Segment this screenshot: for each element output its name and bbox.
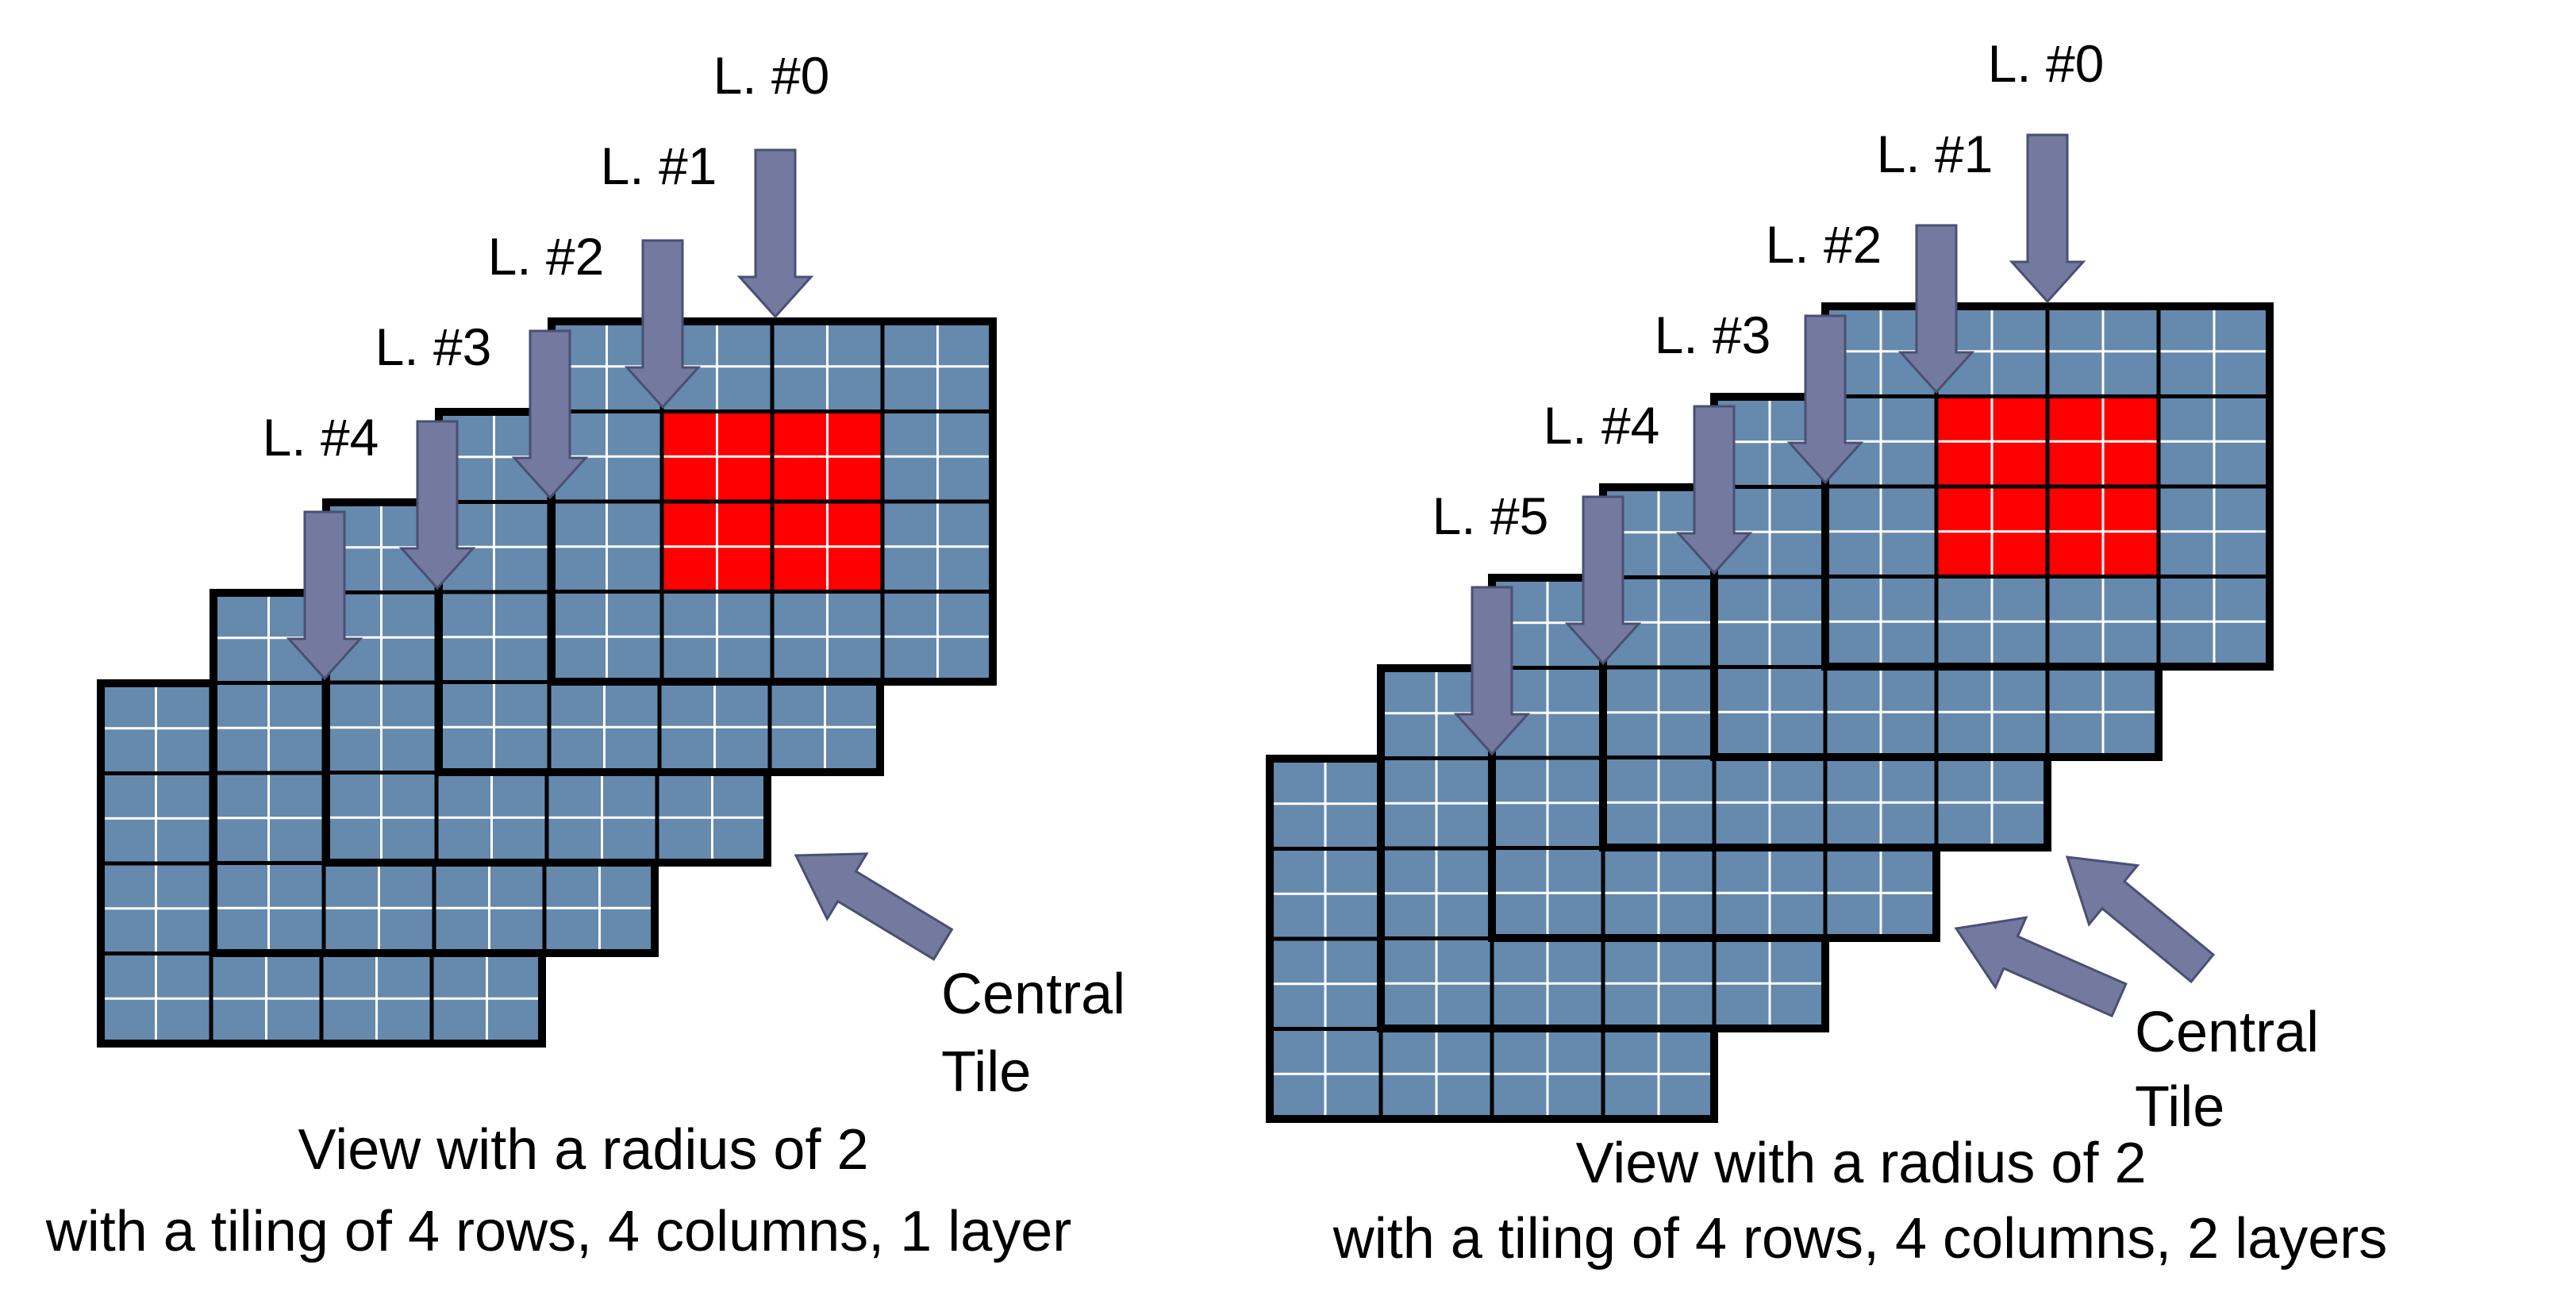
layer-label: L. #2	[1766, 215, 1882, 274]
layer-label: L. #1	[601, 136, 717, 195]
layer-label: L. #3	[1655, 306, 1771, 364]
layer-label: L. #0	[1988, 34, 2105, 93]
layer-label: L. #5	[1432, 486, 1549, 545]
down-arrow-icon	[511, 329, 589, 500]
layer-label: L. #4	[1544, 396, 1660, 455]
diagonal-arrow-icon	[1954, 916, 2128, 1018]
left-figure-radius-2-one-layer: L. #0 L. #1 L. #2 L. #3 L. #4 CentralTileView…	[45, 46, 1125, 1263]
figure-caption: with a tiling of 4 rows, 4 columns, 2 la…	[1332, 1207, 2388, 1271]
diagonal-arrow-icon	[2065, 855, 2216, 984]
central-tile-label: Tile	[2135, 1075, 2224, 1139]
layer-label: L. #4	[263, 408, 379, 467]
layer-label: L. #1	[1877, 125, 1994, 183]
down-arrow-icon	[736, 148, 814, 319]
layer-label: L. #0	[713, 46, 830, 105]
figure-caption: with a tiling of 4 rows, 4 columns, 1 la…	[45, 1200, 1072, 1263]
right-figure-radius-2-two-layers: L. #0 L. #1 L. #2 L. #3 L. #4 L. #5 CentralTil…	[1266, 34, 2388, 1271]
down-arrow-icon	[2009, 133, 2086, 304]
down-arrow-icon	[398, 420, 476, 590]
central-tile-label: Central	[2135, 1001, 2319, 1064]
diagonal-arrow-icon	[794, 852, 954, 961]
layer-frame	[548, 317, 997, 686]
layer-0	[548, 317, 997, 686]
down-arrow-icon	[1897, 224, 1975, 394]
tile-boundaries	[552, 321, 993, 682]
layer-label: L. #2	[488, 227, 605, 286]
down-arrow-icon	[1564, 495, 1642, 666]
central-tile-label: Central	[941, 963, 1125, 1026]
down-arrow-icon	[1453, 586, 1531, 756]
layer-0	[1821, 302, 2274, 671]
down-arrow-icon	[624, 239, 702, 409]
central-tile-label: Tile	[941, 1040, 1031, 1104]
tile-boundaries	[1825, 306, 2270, 667]
down-arrow-icon	[1675, 405, 1753, 575]
down-arrow-icon	[1786, 314, 1864, 485]
layer-frame	[1821, 302, 2274, 671]
figure-caption: View with a radius of 2	[298, 1118, 868, 1182]
layer-label: L. #3	[375, 317, 492, 376]
down-arrow-icon	[286, 510, 363, 681]
figure-caption: View with a radius of 2	[1575, 1132, 2146, 1195]
